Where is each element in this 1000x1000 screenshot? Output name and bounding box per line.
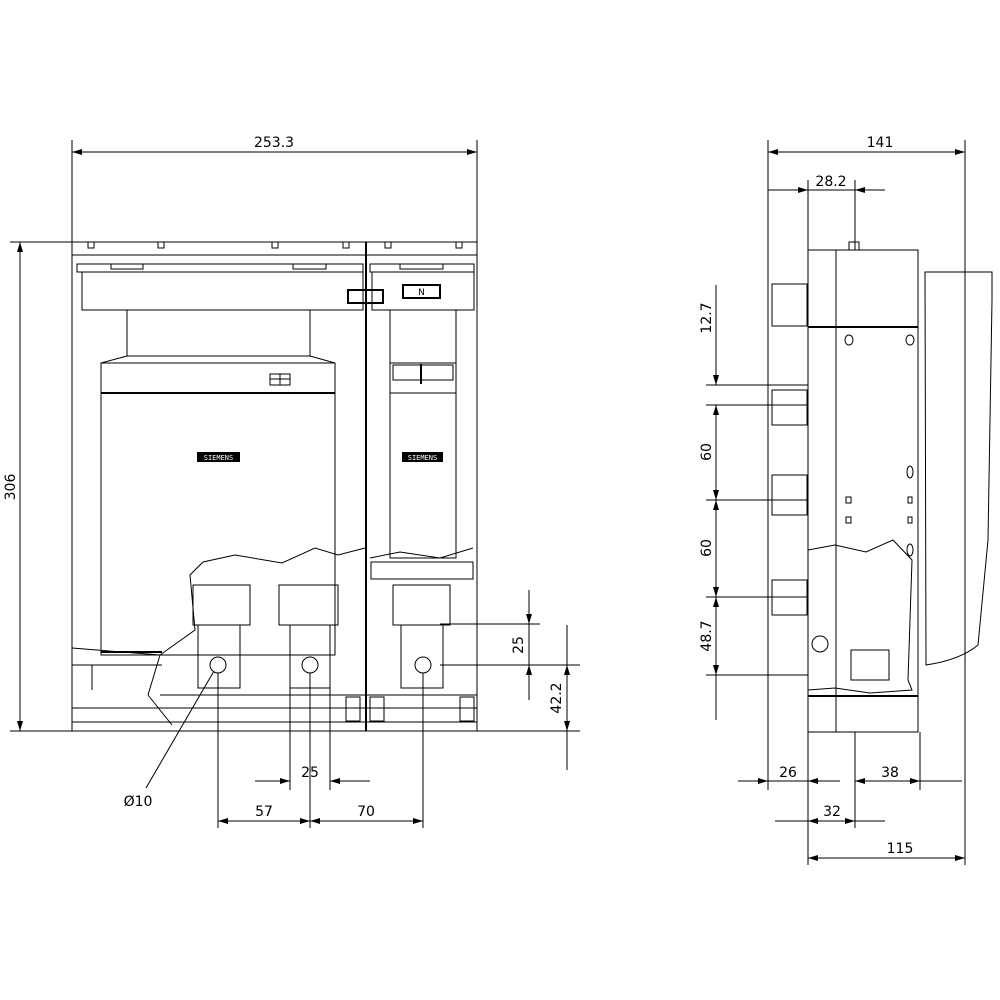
svg-text:SIEMENS: SIEMENS <box>204 454 234 462</box>
dim-terminal-width: 25 <box>301 765 319 781</box>
dim-terminal-depth: 32 <box>823 804 841 820</box>
dim-pitch-2: 60 <box>699 539 715 557</box>
dim-front-offset: 28.2 <box>815 174 846 190</box>
dim-hole-diameter: Ø10 <box>124 794 153 810</box>
dim-cover-depth: 38 <box>881 765 899 781</box>
side-terminals <box>768 283 808 676</box>
neutral-label-box <box>402 284 441 299</box>
side-dimensions: 141 28.2 12.7 60 60 48.7 26 38 32 115 <box>699 135 966 865</box>
siemens-badge-right <box>402 452 443 462</box>
dim-terminal-top: 12.7 <box>699 302 715 333</box>
top-tabs <box>87 241 463 249</box>
dim-pitch-left: 57 <box>255 804 273 820</box>
front-view: N SIEMENS SIEMENS <box>71 241 478 732</box>
interlock-slider <box>347 289 384 304</box>
dim-overall-width: 253.3 <box>254 135 294 151</box>
dim-pitch-1: 60 <box>699 443 715 461</box>
terminals <box>192 584 451 689</box>
neutral-label: N <box>418 288 425 298</box>
front-cover <box>924 271 993 666</box>
dim-body-depth: 115 <box>887 841 914 857</box>
dim-pitch-right: 70 <box>357 804 375 820</box>
svg-text:SIEMENS: SIEMENS <box>408 454 438 462</box>
dim-rear-depth: 26 <box>779 765 797 781</box>
dim-overall-depth: 141 <box>867 135 894 151</box>
front-dimensions: 253.3 306 25 42.2 25 57 70 Ø10 <box>3 135 580 828</box>
side-view <box>768 241 993 733</box>
dim-bottom-offset: 42.2 <box>549 682 565 713</box>
dim-terminal-offset: 25 <box>511 636 527 654</box>
dim-terminal-bottom: 48.7 <box>699 620 715 651</box>
siemens-badge-left <box>197 452 240 462</box>
dim-overall-height: 306 <box>3 474 19 501</box>
